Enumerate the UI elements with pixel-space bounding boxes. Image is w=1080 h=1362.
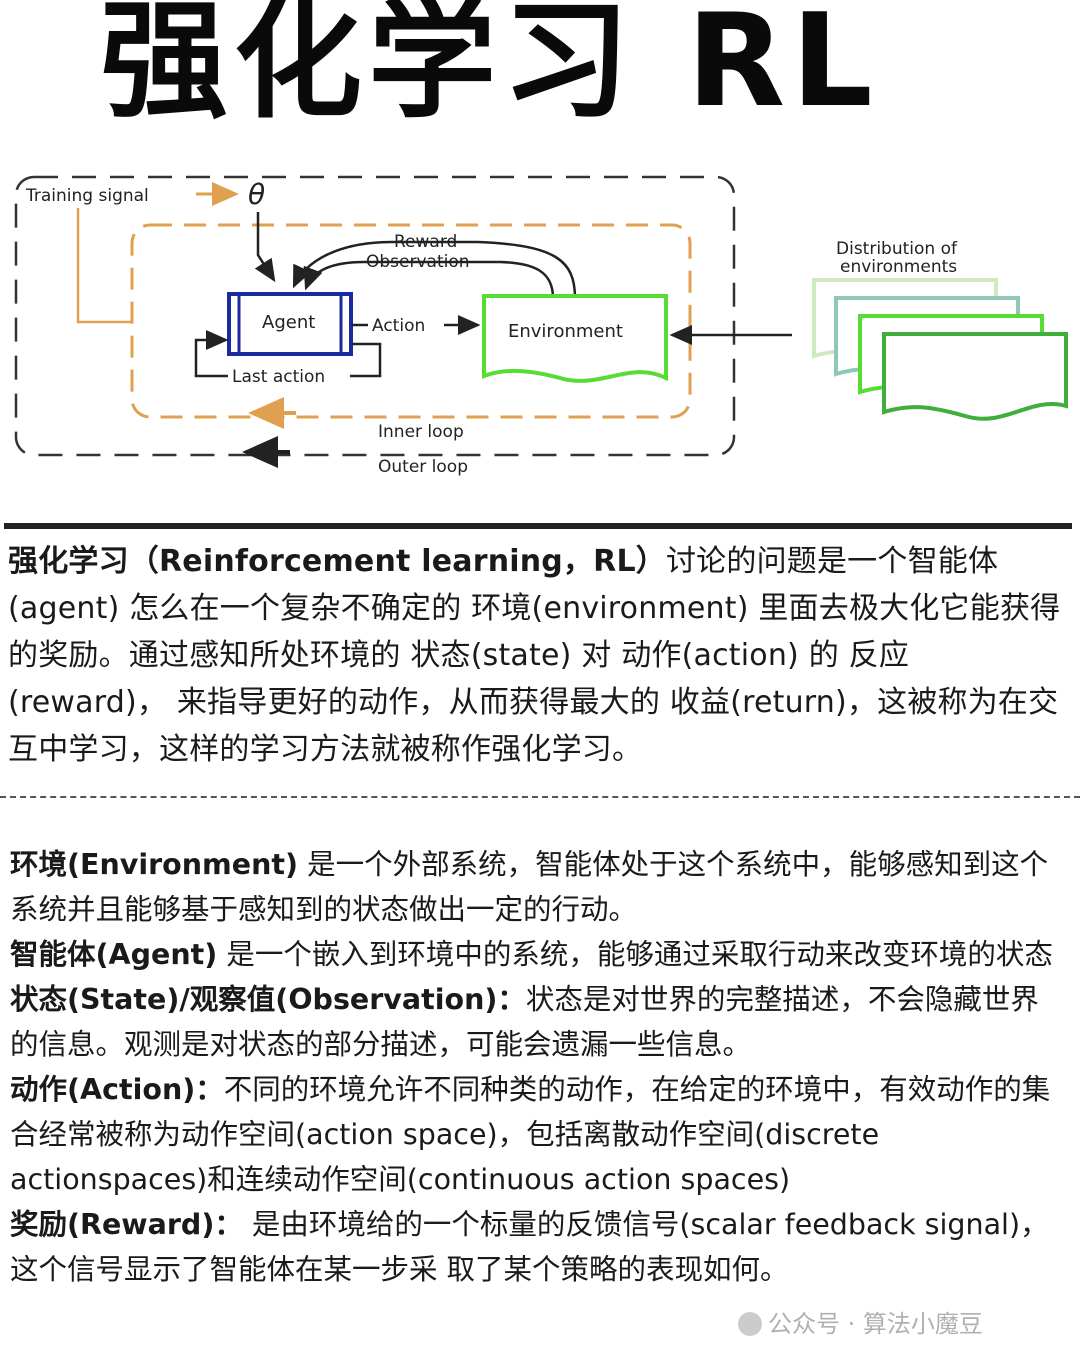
definition-term: 奖励(Reward)： [10, 1208, 243, 1241]
last-action-label: Last action [232, 367, 325, 387]
definition-item: 动作(Action)：不同的环境允许不同种类的动作，在给定的环境中，有效动作的集… [10, 1067, 1066, 1202]
definition-term: 动作(Action)： [10, 1073, 224, 1106]
definition-item: 环境(Environment) 是一个外部系统，智能体处于这个系统中，能够感知到… [10, 842, 1066, 932]
definition-term: 状态(State)/观察值(Observation)： [10, 983, 526, 1016]
definition-term: 智能体(Agent) [10, 938, 218, 971]
intro-text: 讨论的问题是一个智能体(agent) 怎么在一个复杂不确定的 环境(enviro… [8, 544, 1061, 767]
wechat-icon [738, 1312, 762, 1336]
definition-item: 状态(State)/观察值(Observation)：状态是对世界的完整描述，不… [10, 977, 1066, 1067]
dashed-divider [0, 796, 1080, 798]
action-label: Action [372, 316, 425, 336]
distribution-label-2: environments [840, 257, 957, 277]
environment-box [482, 294, 668, 383]
definition-text: 是一个外部系统，智能体处于这个系统中，能够感知到这个系统并且能够基于感知到的状态… [10, 848, 1049, 926]
theta-symbol: θ [248, 178, 265, 211]
definition-text: 状态是对世界的完整描述，不会隐藏世界的信息。观测是对状态的部分描述，可能会遗漏一… [10, 983, 1039, 1061]
agent-label: Agent [262, 312, 315, 333]
inner-loop-label: Inner loop [378, 422, 464, 442]
intro-term: 强化学习（Reinforcement learning，RL） [8, 544, 666, 579]
outer-loop-label: Outer loop [378, 457, 468, 477]
environment-label: Environment [508, 321, 623, 342]
rl-loop-diagram: Training signal θ Reward Observation Age… [14, 175, 1068, 477]
distribution-label-1: Distribution of [836, 239, 958, 259]
definition-item: 智能体(Agent) 是一个嵌入到环境中的系统，能够通过采取行动来改变环境的状态 [10, 932, 1066, 977]
watermark: 公众号 · 算法小魔豆 [738, 1304, 983, 1339]
watermark-text: 公众号 · 算法小魔豆 [768, 1310, 983, 1338]
reward-arrow [292, 240, 577, 299]
definition-item: 奖励(Reward)： 是由环境给的一个标量的反馈信号(scalar feedb… [10, 1202, 1066, 1292]
section-divider [4, 523, 1072, 529]
training-signal-label: Training signal [25, 186, 149, 206]
agent-box [227, 292, 353, 356]
observation-arrow [303, 260, 555, 299]
definition-term: 环境(Environment) [10, 848, 299, 881]
definitions-list: 环境(Environment) 是一个外部系统，智能体处于这个系统中，能够感知到… [10, 842, 1066, 1292]
theta-arrow [254, 212, 276, 283]
environment-stack [812, 278, 1068, 421]
definition-text: 是一个嵌入到环境中的系统，能够通过采取行动来改变环境的状态 [217, 938, 1053, 971]
page-title: 强化学习 RL [100, 0, 879, 136]
definition-text: 不同的环境允许不同种类的动作，在给定的环境中，有效动作的集合经常被称为动作空间(… [10, 1073, 1051, 1196]
training-signal-path [76, 208, 132, 324]
intro-paragraph: 强化学习（Reinforcement learning，RL）讨论的问题是一个智… [8, 538, 1068, 773]
definition-text: 是由环境给的一个标量的反馈信号(scalar feedback signal)，… [10, 1208, 1049, 1286]
